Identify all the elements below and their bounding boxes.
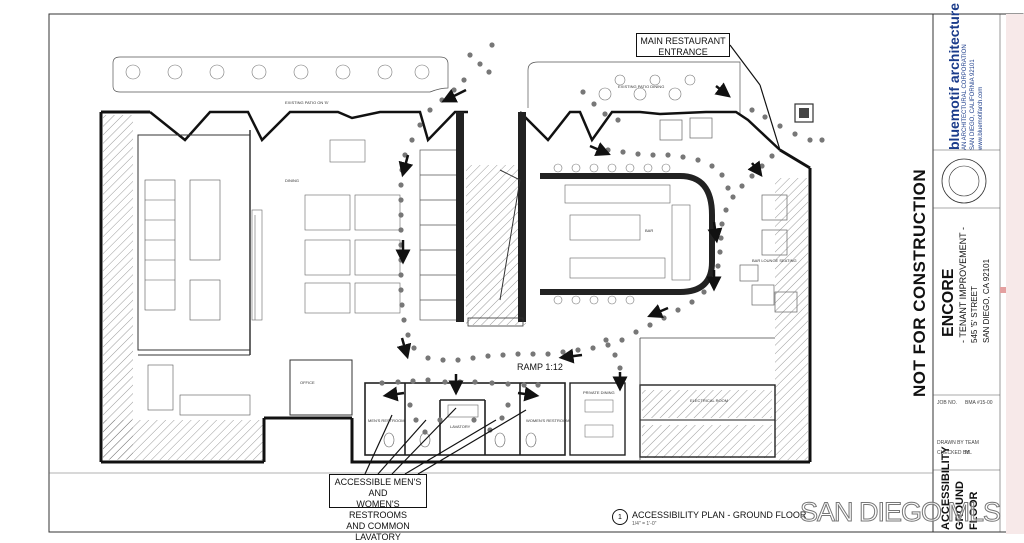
restroom-callout-line-3: AND COMMON LAVATORY [346, 521, 410, 542]
stair-hatch [466, 165, 526, 325]
patio-rail-right [527, 61, 741, 116]
plan-title: ACCESSIBILITY PLAN - GROUND FLOOR [632, 510, 807, 520]
room-label-lounge: BAR LOUNGE SEATING [752, 258, 797, 263]
bar-counter [540, 173, 715, 295]
status-stamp: NOT FOR CONSTRUCTION [910, 168, 929, 397]
restroom-callout: ACCESSIBLE MEN'S AND WOMEN'S RESTROOMS A… [329, 474, 427, 542]
exterior-walls [99, 110, 812, 464]
field-value-checked: ML [965, 450, 972, 456]
field-label-job: JOB NO. [937, 400, 958, 406]
ramp-label: RAMP 1:12 [517, 362, 563, 372]
entrance-callout-line-2: ENTRANCE [658, 47, 708, 57]
room-label-mens: MEN'S RESTROOM [368, 418, 405, 423]
restroom-callout-line-2: WOMEN'S RESTROOMS [348, 499, 407, 520]
project-address-1: 545 '5' STREET [970, 286, 979, 343]
plan-number-bubble: 1 [612, 509, 628, 525]
room-label-womens: WOMEN'S RESTROOM [526, 418, 569, 423]
field-label-checked: CHECKED BY [937, 450, 970, 456]
kitchen-area [137, 134, 251, 351]
plan-scale: 1/4" = 1'-0" [632, 521, 657, 527]
field-value-job: BMA #15-00 [965, 400, 993, 406]
dining-tables [251, 139, 401, 321]
route-arrows [382, 82, 763, 402]
room-label-electrical: ELECTRICAL ROOM [690, 398, 728, 403]
project-subtitle: - TENANT IMPROVEMENT - [958, 226, 968, 343]
firm-info-2: SAN DIEGO, CALIFORNIA 92101 [970, 59, 976, 150]
accessible-route-dots [379, 42, 825, 435]
firm-info-3: www.bluemotifarch.com [978, 86, 984, 150]
bar-stools [553, 163, 671, 305]
room-label-patio1: EXISTING PATIO ON 'B' [285, 100, 329, 105]
entrance-callout-line-1: MAIN RESTAURANT [640, 36, 726, 46]
room-label-patio2: EXISTING PATIO DINING [618, 84, 664, 89]
project-name: ENCORE [940, 268, 957, 337]
project-address-2: SAN DIEGO, CA 92101 [982, 258, 991, 343]
main-entrance-callout: MAIN RESTAURANT ENTRANCE [636, 33, 730, 57]
private-dining-room [569, 382, 626, 456]
room-label-private: PRIVATE DINING [583, 390, 615, 395]
field-label-drawn: DRAWN BY [937, 440, 964, 446]
room-label-lavatory: LAVATORY [450, 424, 471, 429]
callout-leaders [364, 44, 781, 475]
architect-seal [941, 158, 987, 204]
lounge-seating [659, 117, 798, 313]
room-label-dining: DINING [285, 178, 299, 183]
office-room [289, 359, 353, 416]
storefront-wall [149, 110, 781, 151]
firm-logo: bluemotif architecture [946, 2, 962, 150]
field-value-drawn: TEAM [965, 440, 979, 446]
west-hatch [103, 115, 133, 459]
room-label-bar: BAR [645, 228, 653, 233]
mls-watermark: SAN DIEGO MLS [799, 497, 1001, 528]
patio-rail [112, 56, 449, 93]
room-label-office: OFFICE [300, 380, 315, 385]
patio-tables [125, 64, 430, 80]
restroom-callout-line-1: ACCESSIBLE MEN'S AND [334, 477, 422, 498]
firm-info-1: AN ARCHITECTURAL CORPORATION [962, 44, 968, 150]
restroom-block [364, 382, 566, 456]
